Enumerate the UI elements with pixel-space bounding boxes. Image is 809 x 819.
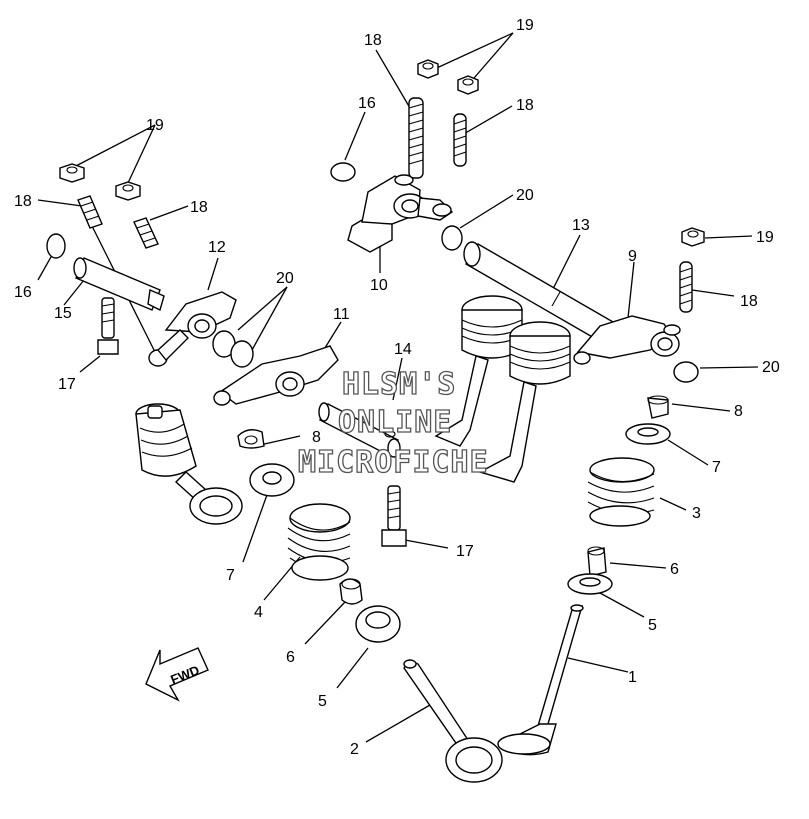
callout-7: 7 (712, 459, 721, 476)
leader-lines (37, 32, 759, 743)
callout-17: 17 (58, 376, 76, 393)
watermark: HLSM'S ONLINE MICROFICHE (297, 366, 489, 480)
rocker-arm-9 (573, 315, 681, 365)
callout-1: 1 (628, 669, 637, 686)
stud-18 (77, 195, 103, 229)
callout-19: 19 (146, 117, 164, 134)
rocker-arm-10 (347, 174, 454, 253)
callout-8: 8 (734, 403, 743, 420)
o-ring-16 (330, 162, 356, 182)
spring-4 (287, 503, 351, 581)
nut-19 (59, 163, 85, 183)
callout-2: 2 (350, 741, 359, 758)
callout-3: 3 (692, 505, 701, 522)
stud-18 (453, 113, 467, 167)
nut-19 (115, 181, 141, 201)
nut-19 (417, 59, 439, 79)
valve-lifter (478, 321, 571, 483)
callout-9: 9 (628, 248, 637, 265)
washer-20 (230, 340, 254, 368)
cotter-8 (647, 395, 669, 419)
watermark-line-2: ONLINE (338, 405, 452, 440)
callout-14: 14 (394, 341, 412, 358)
spring-3 (587, 457, 655, 527)
spring-seat-5 (567, 573, 613, 595)
watermark-line-3: MICROFICHE (298, 445, 489, 480)
callout-19: 19 (516, 17, 534, 34)
callout-6: 6 (670, 561, 679, 578)
callout-18: 18 (516, 97, 534, 114)
retainer-7 (249, 463, 295, 497)
callout-20: 20 (762, 359, 780, 376)
callout-5: 5 (648, 617, 657, 634)
callout-20: 20 (276, 270, 294, 287)
callout-12: 12 (208, 239, 226, 256)
washer-20 (441, 225, 463, 251)
callout-5: 5 (318, 693, 327, 710)
stud-18 (408, 97, 424, 179)
callout-11: 11 (333, 306, 350, 323)
retainer-7 (625, 423, 671, 445)
o-ring-16 (46, 233, 66, 259)
valve-1 (497, 604, 584, 756)
bolt-17 (381, 485, 407, 547)
callout-15: 15 (54, 305, 72, 322)
valve-seal-6 (587, 546, 607, 577)
rocker-shaft-15 (73, 257, 165, 312)
rocker-shaft-14 (318, 402, 401, 458)
watermark-line-1: HLSM'S (342, 367, 456, 402)
callout-19: 19 (756, 229, 774, 246)
callout-16: 16 (358, 95, 376, 112)
nut-19 (457, 75, 479, 95)
callout-18: 18 (14, 193, 32, 210)
callout-6: 6 (286, 649, 295, 666)
rocker-arm-12 (148, 291, 237, 367)
callout-20: 20 (516, 187, 534, 204)
rocker-arm-11 (213, 345, 339, 406)
washer-20 (673, 361, 699, 383)
nut-19 (681, 227, 705, 247)
valve-lifter (135, 403, 243, 525)
fwd-arrow: FWD (145, 647, 209, 702)
callout-4: 4 (254, 604, 263, 621)
stud-18 (679, 261, 693, 313)
valve-2 (403, 659, 503, 783)
callout-17: 17 (456, 543, 474, 560)
callout-18: 18 (364, 32, 382, 49)
callout-18: 18 (740, 293, 758, 310)
bolt-17 (97, 297, 119, 355)
callout-7: 7 (226, 567, 235, 584)
spring-seat-5 (355, 605, 401, 643)
stud-18 (133, 217, 159, 249)
callout-18: 18 (190, 199, 208, 216)
parts: FWD (46, 59, 705, 783)
callout-16: 16 (14, 284, 32, 301)
callout-10: 10 (370, 277, 388, 294)
valve-seal-6 (339, 578, 363, 605)
callout-labels: 1 2 3 4 5 5 6 6 7 7 8 8 9 10 11 12 13 14… (14, 17, 780, 758)
cotter-8 (237, 429, 265, 449)
callout-13: 13 (572, 217, 590, 234)
callout-8: 8 (312, 429, 321, 446)
